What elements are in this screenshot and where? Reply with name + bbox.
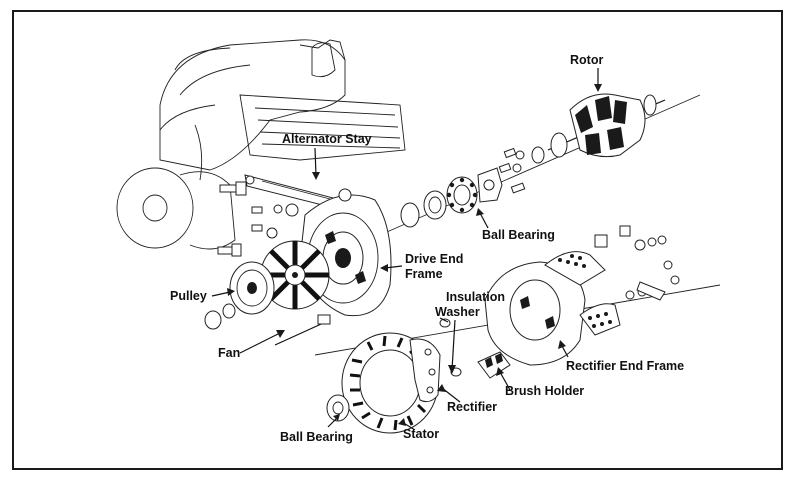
label-alternator-stay: Alternator Stay (282, 132, 372, 146)
label-rectifier: Rectifier (447, 400, 497, 414)
diagram-border (12, 10, 783, 470)
label-insulation-washer-line1: Insulation (446, 290, 505, 304)
label-drive-end-frame-line2: Frame (405, 267, 443, 281)
label-stator: Stator (403, 427, 439, 441)
retainer-plate (477, 146, 545, 203)
rotor-part (547, 93, 666, 158)
terminal-hardware (594, 225, 680, 301)
label-rotor: Rotor (570, 53, 603, 67)
rectifier-end-frame-part (484, 251, 621, 366)
pulley-part (204, 261, 275, 330)
label-insulation-washer-line2: Washer (435, 305, 480, 319)
label-ball-bearing-bottom: Ball Bearing (280, 430, 353, 444)
label-pulley: Pulley (170, 289, 207, 303)
brush-holder-part (477, 351, 511, 379)
label-brush-holder: Brush Holder (505, 384, 584, 398)
ball-bearing-top-part (446, 176, 478, 214)
leader-lines (211, 68, 602, 431)
axis-washers (400, 190, 447, 228)
fan-part (260, 240, 330, 310)
label-fan: Fan (218, 346, 240, 360)
label-rectifier-end-frame: Rectifier End Frame (566, 359, 684, 373)
part-labels: Rotor Alternator Stay Ball Bearing Drive… (170, 53, 684, 444)
label-ball-bearing-top: Ball Bearing (482, 228, 555, 242)
engine-block (116, 39, 406, 250)
label-drive-end-frame-line1: Drive End (405, 252, 463, 266)
mounting-bolts (217, 181, 331, 346)
